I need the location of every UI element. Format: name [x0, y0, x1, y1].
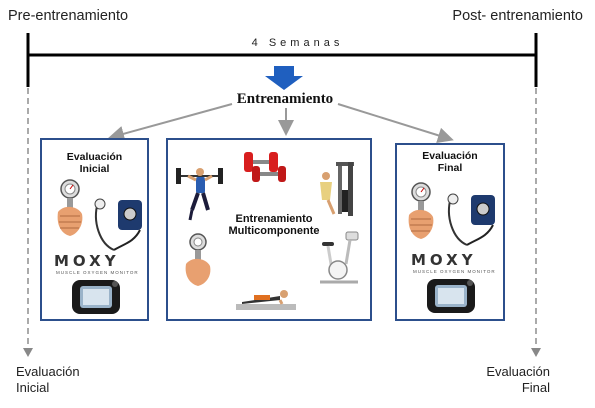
final-dashed-arrowhead: [531, 348, 541, 357]
connector-left: [108, 103, 233, 142]
blood-pressure-icon: [94, 198, 142, 251]
cable-machine-icon: [320, 162, 354, 216]
weightlifter-icon: [176, 168, 223, 221]
initial-evaluation-bottom-label: Evaluación Inicial: [16, 364, 80, 395]
moxy-tagline: MUSCLE OXYGEN MONITOR: [56, 270, 139, 275]
final-evaluation-panel: Evaluación Final MOXY MUSCLE OXYGEN MONI…: [395, 143, 505, 321]
moxy-tagline: MUSCLE OXYGEN MONITOR: [413, 269, 496, 274]
initial-evaluation-title: Evaluación Inicial: [66, 151, 123, 175]
moxy-monitor-icon: [427, 279, 475, 313]
down-arrow-icon: [265, 66, 303, 90]
pre-training-label: Pre-entrenamiento: [8, 8, 129, 24]
duration-label: 4 Semanas: [251, 37, 344, 49]
dynamometer-icon: [408, 182, 434, 239]
dynamometer-icon: [57, 179, 83, 236]
moxy-logo: MOXY: [54, 252, 120, 270]
connector-right: [337, 103, 454, 144]
initial-evaluation-panel: Evaluación Inicial MOXY MUSCLE OXYGEN MO…: [40, 138, 149, 321]
plank-icon: [236, 290, 296, 310]
dumbbells-icon: [244, 152, 286, 182]
exercise-bike-icon: [320, 231, 359, 284]
final-evaluation-title: Evaluación Final: [422, 150, 478, 174]
post-training-label: Post- entrenamiento: [452, 8, 583, 24]
moxy-monitor-icon: [72, 280, 120, 314]
training-panel-title: Entrenamiento Multicomponente: [228, 213, 320, 237]
dynamometer-icon: [185, 233, 211, 286]
moxy-logo: MOXY: [411, 251, 477, 269]
final-evaluation-bottom-label: Evaluación Final: [486, 364, 550, 395]
training-panel: Entrenamiento Multicomponente: [166, 138, 372, 321]
initial-dashed-arrowhead: [23, 348, 33, 357]
training-title: Entrenamiento: [236, 91, 334, 107]
blood-pressure-icon: [447, 193, 495, 246]
